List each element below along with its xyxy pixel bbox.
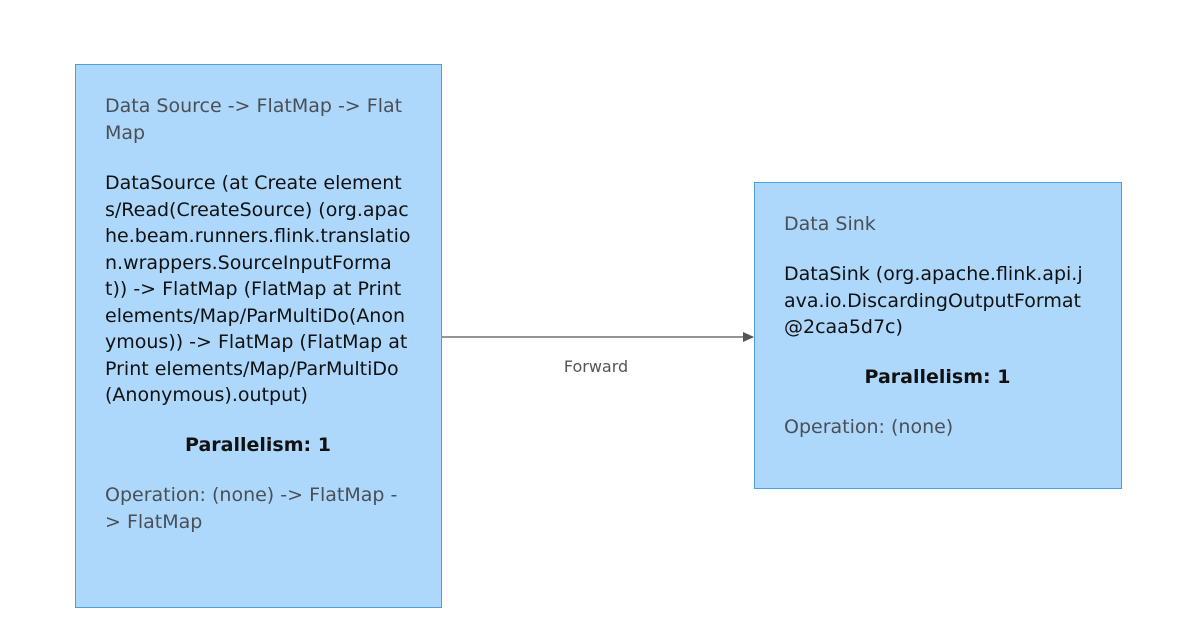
node-parallelism: Parallelism: 1 [864, 365, 1011, 388]
node-operation: Operation: (none) -> FlatMap -> FlatMap [105, 483, 398, 533]
node-title: Data Sink [784, 213, 876, 235]
node-description: DataSource (at Create elements/Read(Crea… [105, 172, 411, 406]
node-description: DataSink (org.apache.flink.api.java.io.D… [784, 263, 1083, 338]
node-operation: Operation: (none) [784, 415, 954, 438]
node-data-sink[interactable]: Data Sink DataSink (org.apache.flink.api… [754, 182, 1122, 489]
node-title: Data Source -> FlatMap -> FlatMap [105, 95, 403, 144]
node-parallelism: Parallelism: 1 [185, 433, 331, 456]
node-data-source[interactable]: Data Source -> FlatMap -> FlatMap DataSo… [75, 64, 442, 608]
edge-label: Forward [540, 357, 652, 377]
